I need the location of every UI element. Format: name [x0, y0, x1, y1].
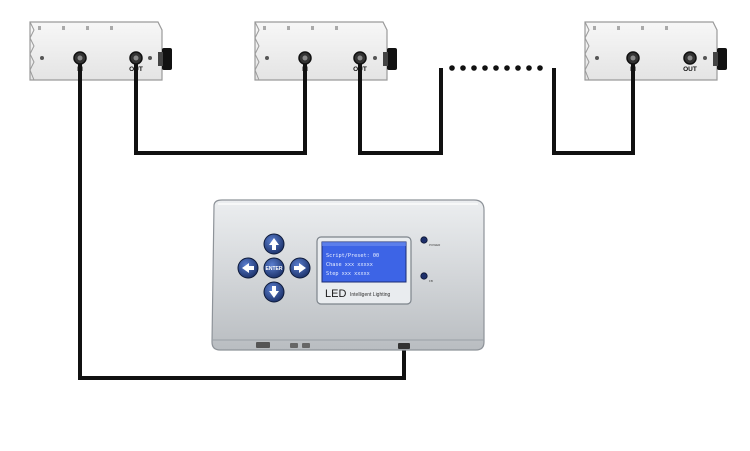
chain-continuation-dots — [449, 65, 543, 71]
fixture-last-out-label: OUT — [683, 66, 697, 73]
fixture-1: IN OUT — [29, 21, 172, 81]
lcd-line-1: Script/Preset: 00 — [326, 253, 379, 259]
cable-fixture-2-out — [358, 64, 443, 155]
svg-text:FB: FB — [429, 279, 433, 283]
controller-dmx-out-port — [398, 343, 410, 349]
brand-sub-label: Intelligent Lighting — [350, 292, 391, 298]
fixture-last: IN OUT — [584, 21, 727, 81]
enter-label: ENTER — [266, 266, 283, 272]
down-button[interactable] — [263, 281, 285, 303]
svg-text:POWER: POWER — [429, 243, 441, 247]
fb-indicator: FB — [420, 272, 433, 283]
cable-into-fixture-last — [552, 64, 635, 155]
controller-bottom-port-2 — [290, 343, 298, 348]
fixture-last-side-connector — [717, 48, 727, 70]
left-arrow-icon — [242, 263, 254, 273]
cables — [78, 64, 635, 380]
power-indicator: POWER — [420, 236, 441, 247]
brand-label: LED — [325, 288, 346, 300]
cable-controller-to-fixture-1 — [78, 64, 406, 380]
controller-bottom-port-1 — [256, 342, 270, 348]
up-arrow-icon — [269, 238, 279, 250]
left-button[interactable] — [237, 257, 259, 279]
cable-fixture-1-to-fixture-2 — [134, 64, 307, 155]
right-button[interactable] — [289, 257, 311, 279]
enter-button[interactable]: ENTER — [263, 257, 285, 279]
controller-unit: ENTER Script/Preset: 00 Chase xxx xxxxx … — [211, 199, 485, 351]
fixture-1-side-connector — [162, 48, 172, 70]
right-arrow-icon — [294, 263, 306, 273]
fixture-2-side-connector — [387, 48, 397, 70]
up-button[interactable] — [263, 233, 285, 255]
fixture-2: IN OUT — [254, 21, 397, 81]
down-arrow-icon — [269, 286, 279, 298]
lcd-line-2: Chase xxx xxxxx — [326, 262, 373, 268]
lcd-line-3: Step xxx xxxxx — [326, 271, 370, 277]
controller-bottom-port-3 — [302, 343, 310, 348]
